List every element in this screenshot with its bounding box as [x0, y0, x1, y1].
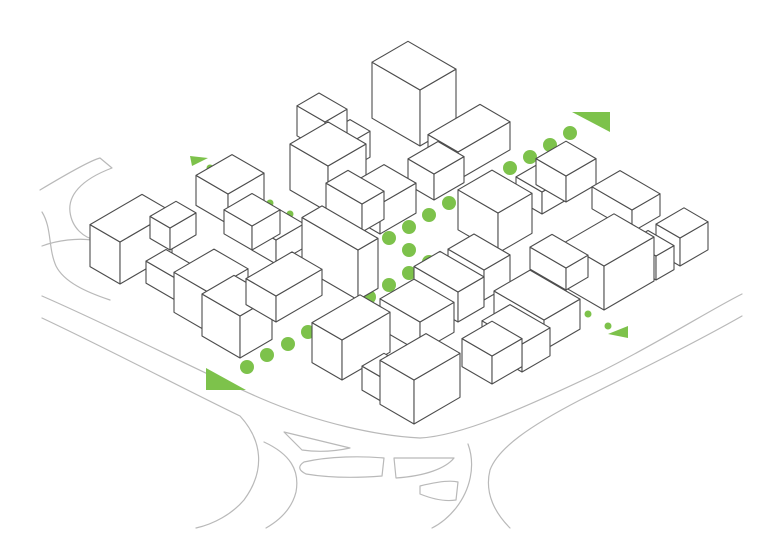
direction-markers	[190, 112, 628, 390]
road-curve-west	[41, 211, 111, 301]
green-dot-icon	[442, 196, 456, 210]
building-face	[413, 250, 485, 293]
road-main-lower	[41, 293, 743, 439]
road-network	[39, 157, 743, 529]
road-curve-northwest	[39, 157, 113, 241]
triangle-marker-icon	[190, 156, 208, 166]
building-block	[223, 192, 281, 251]
building-block	[461, 320, 523, 385]
green-dot-icon	[503, 161, 517, 175]
road-south-left-curb	[263, 441, 298, 529]
building-face	[379, 333, 461, 381]
green-dot-icon	[402, 220, 416, 234]
building-face	[493, 269, 581, 321]
green-dot-icon	[240, 360, 254, 374]
road-south-right-curb	[431, 443, 473, 529]
green-dot-icon	[382, 231, 396, 245]
building-face	[325, 169, 385, 205]
triangle-marker-icon	[572, 112, 610, 132]
building-face	[591, 170, 661, 211]
green-dot-icon	[523, 150, 537, 164]
road-main-lower-outer	[41, 317, 260, 529]
triangle-marker-icon	[608, 326, 628, 338]
green-dot-icon	[260, 348, 274, 362]
building-face	[655, 207, 709, 239]
building-face	[371, 40, 457, 91]
building-block	[457, 169, 533, 254]
building-face	[447, 233, 511, 271]
building-face	[461, 320, 523, 357]
traffic-island-bottom	[419, 480, 459, 502]
building-face	[301, 205, 379, 251]
green-dot-icon	[382, 278, 396, 292]
building-face	[427, 103, 511, 153]
green-dot-icon	[604, 322, 612, 330]
building-face	[529, 233, 589, 269]
traffic-island-middle	[299, 456, 385, 478]
building-block	[529, 233, 589, 291]
green-dot-icon	[281, 337, 295, 351]
building-face	[195, 154, 265, 195]
road-southeast	[487, 315, 743, 529]
green-dot-icon	[584, 310, 592, 318]
building-face	[379, 278, 455, 323]
traffic-island-right	[393, 457, 455, 479]
building-face	[289, 121, 367, 167]
traffic-island-left	[283, 431, 351, 452]
building-block	[301, 205, 379, 301]
building-block	[149, 200, 197, 251]
building-face	[296, 92, 348, 123]
building-block	[325, 169, 385, 233]
green-dot-icon	[402, 266, 416, 280]
road-west-edge	[41, 238, 93, 247]
building-block	[379, 333, 461, 425]
building-face	[223, 192, 281, 227]
building-block	[535, 140, 597, 203]
building-face	[149, 200, 197, 229]
building-face	[311, 294, 391, 341]
building-face	[245, 251, 323, 297]
building-blocks	[89, 40, 709, 425]
building-face	[535, 140, 597, 177]
green-dot-icon	[402, 243, 416, 257]
building-block	[245, 251, 323, 323]
building-face	[407, 140, 465, 175]
triangle-marker-icon	[206, 368, 246, 390]
building-face	[457, 169, 533, 214]
green-dot-icon	[563, 126, 577, 140]
building-block	[407, 140, 465, 201]
green-dot-icon	[422, 208, 436, 222]
